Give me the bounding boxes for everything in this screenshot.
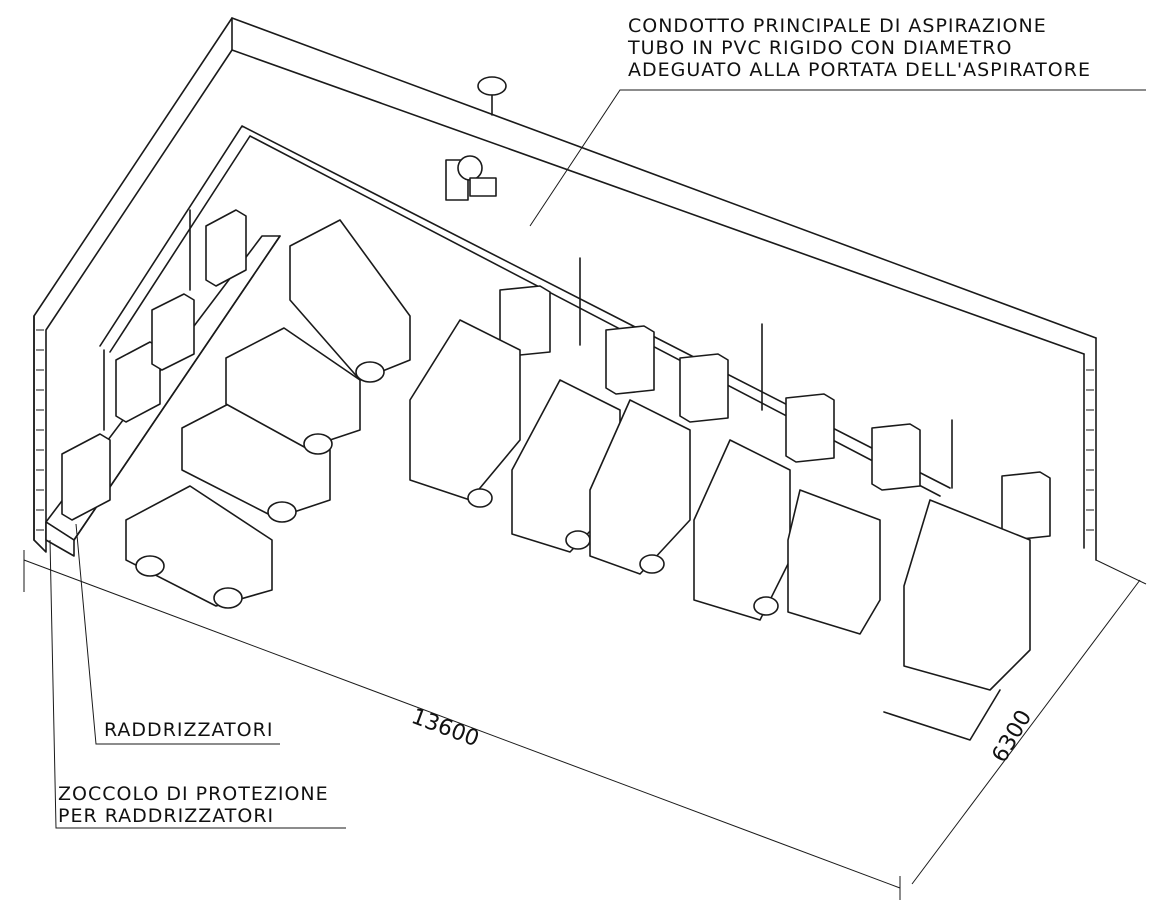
fan-unit (445, 155, 497, 201)
rectifier-cabinets-left (61, 209, 247, 521)
roof-extractor (477, 76, 507, 116)
callout-plinth-line-1: ZOCCOLO DI PROTEZIONE (58, 783, 329, 805)
callout-plinth-line-2: PER RADDRIZZATORI (58, 805, 275, 827)
callout-main-duct-line-1: CONDOTTO PRINCIPALE DI ASPIRAZIONE (628, 15, 1047, 37)
rectifier-cabinets-back (499, 285, 1051, 541)
dimension-length-label: 13600 (408, 704, 482, 752)
callout-main-duct-line-2: TUBO IN PVC RIGIDO CON DIAMETRO (628, 37, 1013, 59)
callout-rectifiers: RADDRIZZATORI (104, 719, 274, 741)
callout-plinth: ZOCCOLO DI PROTEZIONE PER RADDRIZZATORI (58, 784, 329, 826)
callout-main-duct-line-3: ADEGUATO ALLA PORTATA DELL'ASPIRATORE (628, 59, 1091, 81)
forklifts-right-row (409, 319, 1031, 741)
callout-leaders (49, 89, 1146, 829)
callout-main-duct: CONDOTTO PRINCIPALE DI ASPIRAZIONE TUBO … (628, 16, 1091, 80)
dimension-width-label: 6300 (988, 706, 1038, 767)
room-walls (33, 17, 1097, 561)
forklifts-left-row (125, 219, 411, 609)
